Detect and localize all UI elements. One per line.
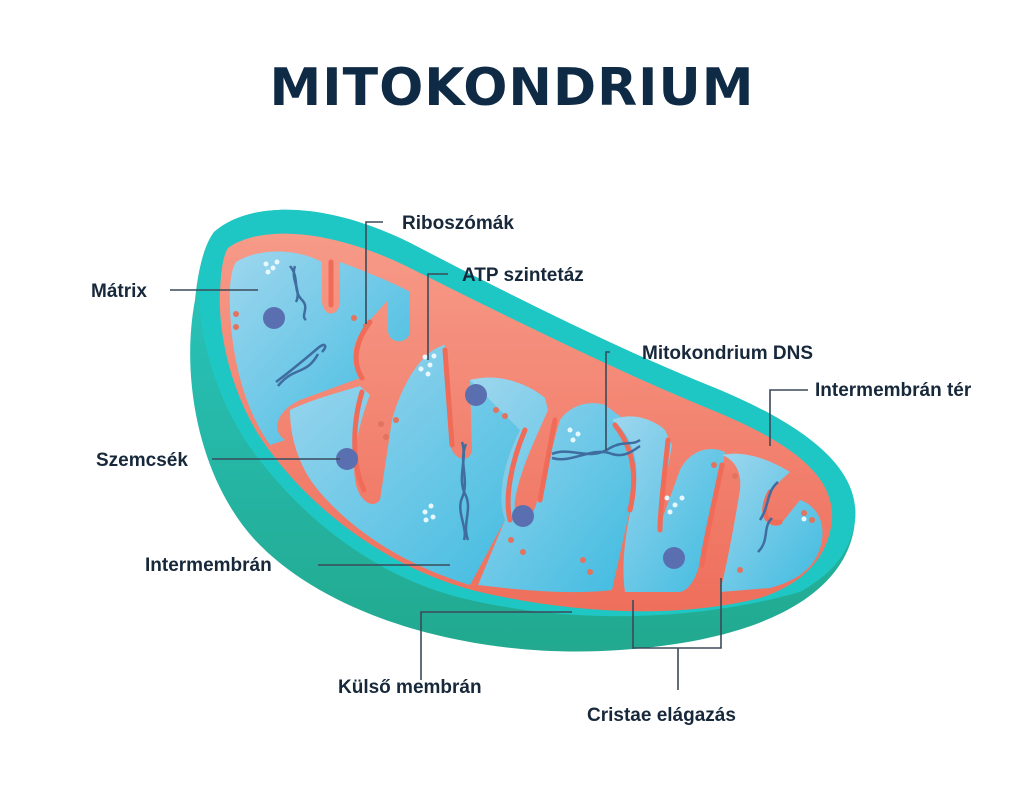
- leader-lines: [170, 221, 808, 690]
- label-intermembrane-space: Intermembrán tér: [815, 380, 972, 401]
- label-outer-membrane: Külső membrán: [338, 677, 482, 698]
- label-atp-synthase: ATP szintetáz: [462, 265, 584, 286]
- label-mitochondrial-dna: Mitokondrium DNS: [642, 343, 813, 364]
- granules: [263, 307, 685, 569]
- label-granules: Szemcsék: [96, 450, 188, 471]
- dna-strands: [275, 265, 779, 553]
- label-riboszomak: Riboszómák: [402, 213, 514, 234]
- ribosomes: [233, 311, 815, 575]
- atp-synthase-clusters: [263, 259, 807, 523]
- label-matrix: Mátrix: [91, 281, 147, 302]
- label-intermembrane: Intermembrán: [145, 555, 272, 576]
- label-cristae: Cristae elágazás: [587, 705, 736, 726]
- diagram-title: MITOKONDRIUM: [269, 58, 755, 118]
